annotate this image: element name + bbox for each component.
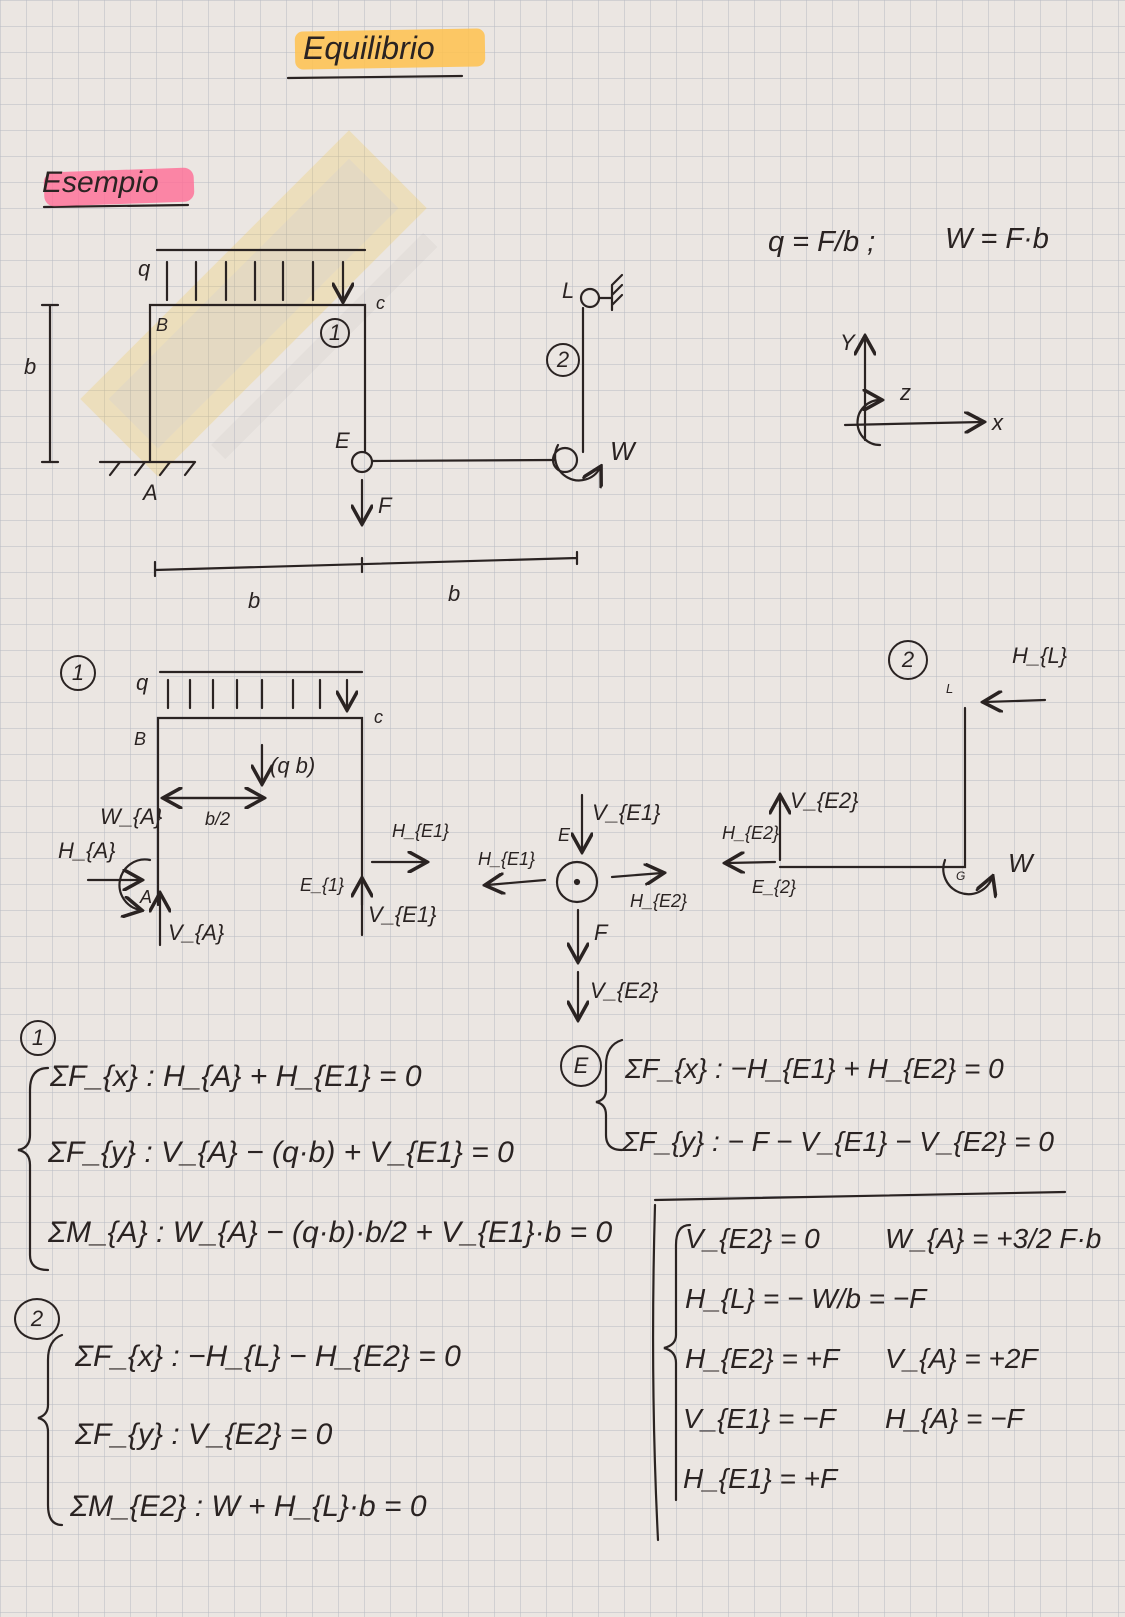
solution-HE2: H_{E2} = +F: [685, 1343, 840, 1374]
fbd1-q: q: [136, 670, 149, 695]
label-q: q: [138, 256, 151, 281]
label-span-b-2: b: [448, 581, 461, 606]
axis-z-label: z: [900, 380, 911, 405]
label-C: c: [376, 293, 385, 313]
example-label: Esempio: [42, 166, 159, 199]
label-L: L: [562, 278, 575, 303]
fbd1-A: A: [140, 887, 153, 907]
fbd1-resultant: (q b): [270, 753, 316, 778]
node-E-HE1: H_{E1}: [478, 849, 536, 869]
label-height-b: b: [24, 354, 37, 379]
structure-diagram: [40, 248, 624, 578]
part-2-marker: 2: [546, 343, 580, 377]
solution-frame: [651, 1190, 1067, 1542]
solution-HL: H_{L} = − W/b = −F: [685, 1283, 927, 1314]
fbd2-VE2: V_{E2}: [790, 788, 859, 813]
fbd1-C: c: [374, 707, 383, 727]
node-E-diagram: [487, 793, 662, 1018]
node-E-label: E: [558, 825, 571, 845]
fbd1-WA: W_{A}: [100, 804, 163, 829]
axes-diagram: [843, 338, 982, 447]
example-underline: [42, 203, 190, 209]
solution-WA: W_{A} = +3/2 F·b: [885, 1223, 1102, 1254]
fbd2-HL: H_{L}: [1012, 643, 1068, 668]
page-title: Equilibrio: [303, 30, 435, 66]
beam-EG: [370, 458, 557, 463]
node-E-HE2: H_{E2}: [630, 891, 688, 911]
eqE-marker: E: [560, 1045, 602, 1087]
axis-y-label: Y: [840, 330, 855, 355]
title-underline: [286, 74, 464, 80]
eq2-sum-fx: ΣF_{x} : −H_{L} − H_{E2} = 0: [75, 1340, 461, 1373]
axis-x-label: x: [992, 410, 1003, 435]
solution-HE1: H_{E1} = +F: [683, 1463, 838, 1494]
fbd-1: [86, 670, 425, 947]
fbd1-E1: E_{1}: [300, 875, 345, 895]
label-A: A: [143, 480, 158, 505]
node-E-VE2: V_{E2}: [590, 978, 659, 1003]
fbd1-B: B: [134, 729, 147, 749]
fbd1-marker: 1: [60, 655, 96, 691]
solution-VE2: V_{E2} = 0: [685, 1223, 820, 1254]
label-B: B: [156, 315, 169, 335]
label-W: W: [610, 436, 635, 466]
part-1-marker: 1: [320, 318, 350, 348]
dim-height: [40, 303, 60, 464]
fbd1-arm: b/2: [205, 809, 231, 829]
fbd1-VA: V_{A}: [168, 920, 225, 945]
fbd2-HE2: H_{E2}: [722, 823, 780, 843]
node-E-F: F: [594, 920, 608, 945]
label-F: F: [378, 493, 392, 518]
moment-W-arrow: [553, 443, 600, 480]
eq2-sum-fy: ΣF_{y} : V_{E2} = 0: [75, 1418, 333, 1451]
solution-VE1: V_{E1} = −F: [683, 1403, 836, 1434]
equation-braces: [17, 1038, 1067, 1542]
label-E: E: [335, 428, 350, 453]
fbd1-VE1: V_{E1}: [368, 902, 437, 927]
fbd2-W: W: [1008, 848, 1033, 878]
eq1-sum-fy: ΣF_{y} : V_{A} − (q·b) + V_{E1} = 0: [48, 1136, 514, 1169]
eq1-marker: 1: [20, 1020, 56, 1056]
dim-span: [153, 550, 579, 578]
eq2-sum-me2: ΣM_{E2} : W + H_{L}·b = 0: [70, 1490, 427, 1523]
ground-A: [98, 460, 197, 477]
fbd2-L: L: [946, 681, 954, 696]
q-definition: q = F/b ;: [768, 226, 876, 258]
eq2-marker: 2: [14, 1298, 60, 1340]
solution-VA: V_{A} = +2F: [885, 1343, 1038, 1374]
solution-HA: H_{A} = −F: [885, 1403, 1024, 1434]
w-definition: W = F·b: [945, 223, 1049, 255]
fbd2-E2: E_{2}: [752, 877, 797, 897]
eq1-sum-fx: ΣF_{x} : H_{A} + H_{E1} = 0: [50, 1060, 422, 1093]
fbd1-HE1: H_{E1}: [392, 821, 450, 841]
label-span-b-1: b: [248, 588, 261, 613]
fbd2-marker: 2: [888, 640, 928, 680]
watermark-logo: [80, 130, 438, 477]
eq1-sum-ma: ΣM_{A} : W_{A} − (q·b)·b/2 + V_{E1}·b = …: [48, 1216, 613, 1249]
node-E-VE1: V_{E1}: [592, 800, 661, 825]
fbd-2: [727, 700, 1047, 894]
frame-1: [148, 303, 367, 464]
fbd1-HA: H_{A}: [58, 838, 116, 863]
fbd2-G: G: [956, 869, 966, 883]
eqE-sum-fx: ΣF_{x} : −H_{E1} + H_{E2} = 0: [625, 1053, 1004, 1084]
eqE-sum-fy: ΣF_{y} : − F − V_{E1} − V_{E2} = 0: [622, 1126, 1054, 1157]
